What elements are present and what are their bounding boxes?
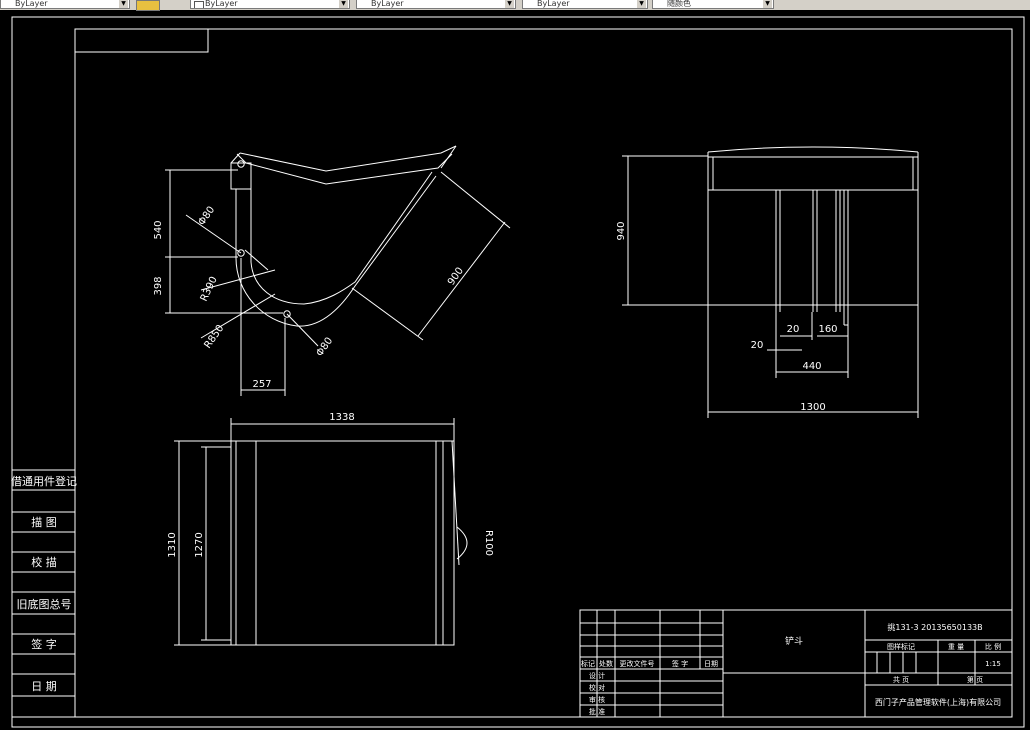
part-name: 铲斗 — [785, 635, 803, 647]
linetype-dropdown[interactable]: ByLayer ▼ — [0, 0, 130, 9]
title-block — [579, 609, 1013, 718]
chevron-down-icon[interactable]: ▼ — [637, 0, 646, 8]
plotstyle-dropdown[interactable]: ByLayer ▼ — [522, 0, 648, 9]
plotstyle-value: 随颜色 — [667, 0, 691, 8]
scale-value: 1:15 — [985, 660, 1001, 668]
weight-label: 重 量 — [948, 643, 964, 651]
dim-440: 440 — [802, 361, 821, 372]
dim-20-b: 20 — [751, 340, 764, 351]
side-view[interactable] — [165, 145, 511, 396]
sign-row-review: 审 核 — [589, 695, 605, 704]
chevron-down-icon[interactable]: ▼ — [119, 0, 128, 8]
title-block-text: 挑131-3 20135650133B 铲斗 图样标记 重 量 比 例 1:15… — [581, 622, 1001, 716]
drawing-canvas[interactable]: 借通用件登记 描 图 校 描 旧底图总号 签 字 日 期 — [0, 10, 1030, 730]
sign-row-approve: 批 准 — [589, 707, 605, 716]
header-date: 日期 — [704, 660, 718, 668]
drawing-number: 挑131-3 20135650133B — [887, 622, 982, 632]
header-mark: 标记 — [581, 659, 595, 668]
dim-940: 940 — [616, 221, 627, 240]
side-panel-label-signature: 签 字 — [31, 637, 57, 651]
dim-160: 160 — [818, 324, 837, 335]
dim-r390: R390 — [199, 275, 220, 303]
linetype-value: ByLayer — [15, 0, 48, 8]
sign-row-design: 设 计 — [589, 671, 605, 680]
lineweight-dropdown[interactable]: ByLayer ▼ — [190, 0, 350, 9]
dim-r850: R850 — [202, 323, 226, 351]
dim-540: 540 — [153, 220, 164, 239]
plan-view[interactable] — [174, 418, 468, 646]
dim-1338: 1338 — [329, 412, 354, 423]
side-panel-label-check-trace: 校 描 — [31, 555, 57, 569]
scale-label: 比 例 — [985, 642, 1001, 651]
plotstyle-byLayer: ByLayer — [537, 0, 570, 8]
chevron-down-icon[interactable]: ▼ — [505, 0, 514, 8]
dim-1300: 1300 — [800, 402, 825, 413]
chevron-down-icon[interactable]: ▼ — [339, 0, 348, 8]
dim-1310: 1310 — [167, 532, 178, 557]
plan-view-dims: 1338 1310 1270 R100 — [167, 412, 494, 558]
sheet-number: 第 页 — [967, 675, 983, 684]
lineweight-value: ByLayer — [205, 0, 238, 8]
dim-1270: 1270 — [194, 532, 205, 557]
dim-257: 257 — [252, 379, 271, 390]
side-view-dims: 540 398 Φ80 R390 R850 257 Φ80 900 — [153, 205, 466, 390]
chevron-down-icon[interactable]: ▼ — [763, 0, 772, 8]
color-dropdown[interactable]: ByLayer ▼ — [356, 0, 516, 9]
plotstyle-color-dropdown[interactable]: 随颜色 ▼ — [652, 0, 774, 9]
sheets-total: 共 页 — [893, 675, 909, 684]
side-panel-label-trace: 描 图 — [31, 515, 57, 529]
dim-dia-top: Φ80 — [196, 205, 217, 228]
layer-icon[interactable] — [136, 0, 160, 11]
side-panel: 借通用件登记 描 图 校 描 旧底图总号 签 字 日 期 — [11, 469, 77, 718]
side-panel-label-date: 日 期 — [31, 680, 57, 693]
dim-dia-bottom: Φ80 — [314, 336, 335, 359]
company-name: 西门子产品管理软件(上海)有限公司 — [875, 697, 1001, 707]
front-view-dims: 940 20 160 20 440 1300 — [616, 221, 838, 413]
sheet-border — [11, 16, 1025, 728]
dim-20-a: 20 — [787, 324, 800, 335]
header-change-doc: 更改文件号 — [620, 659, 655, 668]
color-swatch-icon — [194, 1, 204, 8]
toolbar: ByLayer ▼ ByLayer ▼ ByLayer ▼ ByLayer ▼ 随颜色 ▼ — [0, 0, 1030, 11]
side-panel-label-old-master: 旧底图总号 — [17, 597, 72, 611]
sign-row-check: 校 对 — [589, 683, 605, 692]
dim-398: 398 — [153, 276, 164, 295]
color-value: ByLayer — [371, 0, 404, 8]
front-view[interactable] — [622, 146, 919, 418]
dim-r100: R100 — [483, 530, 494, 556]
header-signature: 签 字 — [672, 659, 688, 668]
header-count: 处数 — [599, 659, 613, 668]
side-panel-label-register: 借通用件登记 — [11, 474, 77, 488]
stage-mark-label: 图样标记 — [887, 642, 915, 651]
